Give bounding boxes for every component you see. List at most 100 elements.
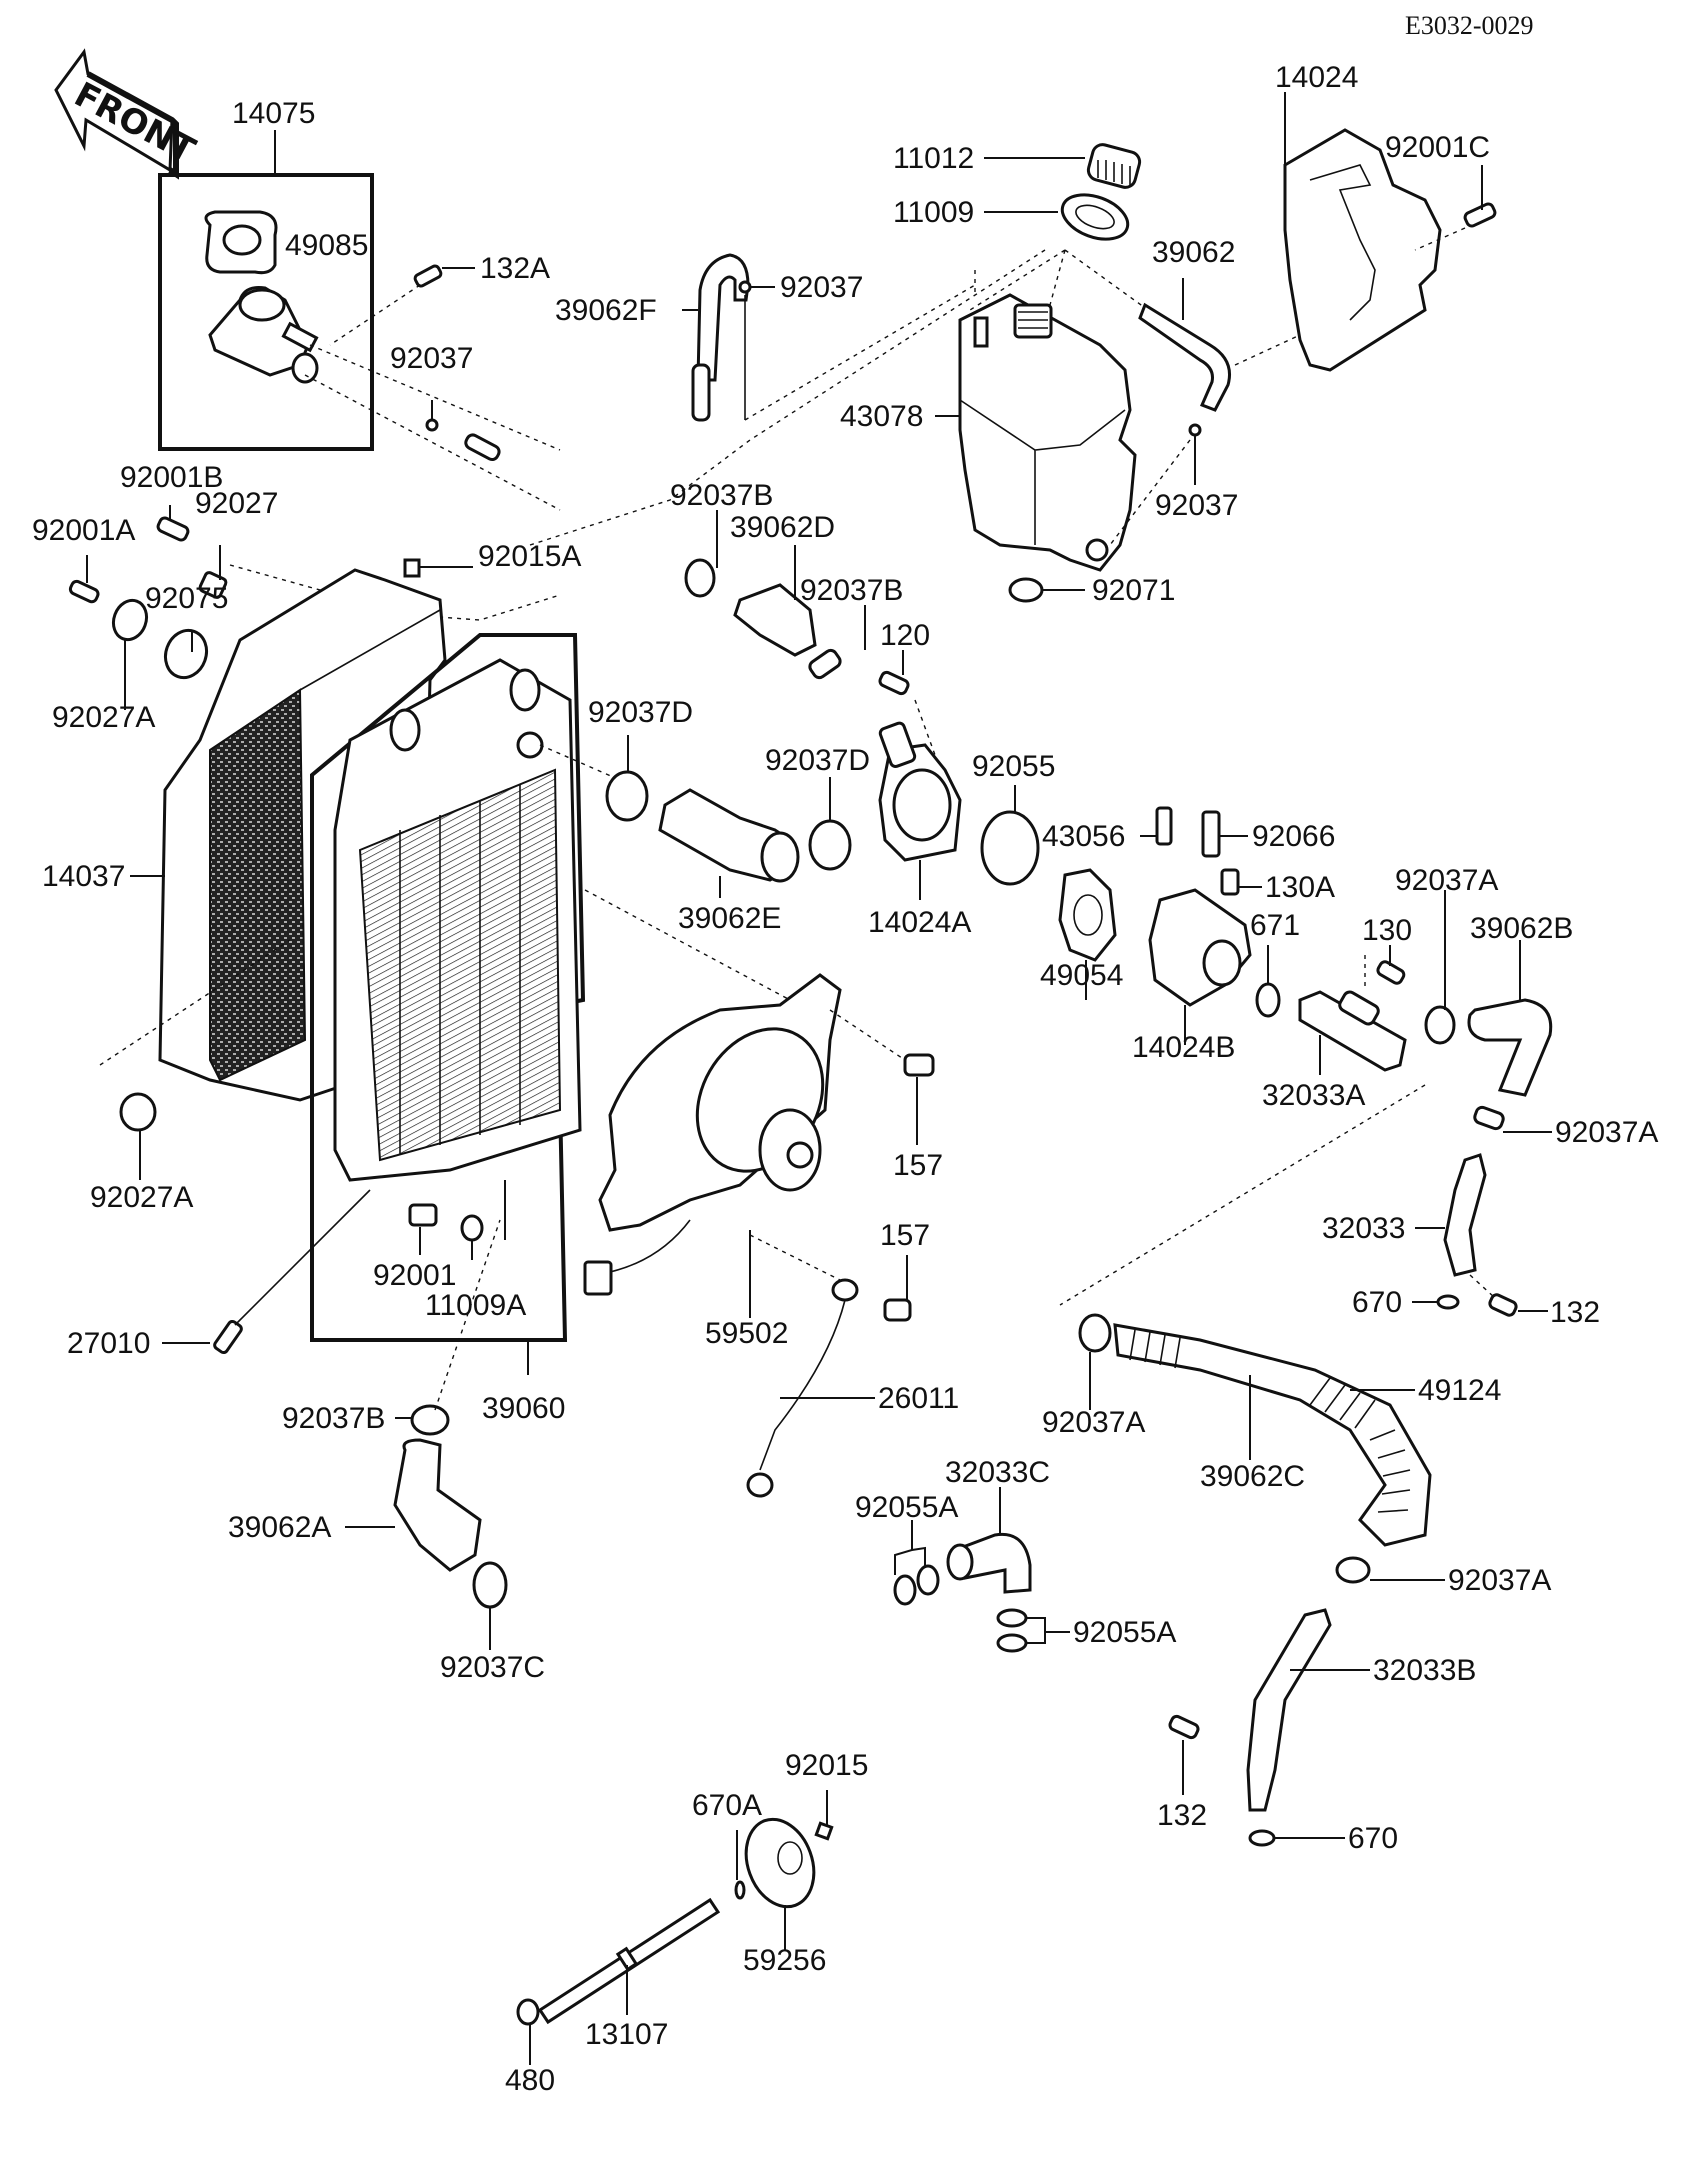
- label-39062b[interactable]: 39062B: [1470, 912, 1573, 945]
- sensor-43056: [1155, 806, 1173, 846]
- gasket-11009: [1060, 193, 1130, 241]
- label-92037b[interactable]: 92037B: [800, 574, 903, 607]
- label-92027a[interactable]: 92027A: [90, 1181, 193, 1214]
- label-157[interactable]: 157: [880, 1219, 930, 1252]
- label-13107[interactable]: 13107: [585, 2018, 668, 2051]
- label-480[interactable]: 480: [505, 2064, 555, 2097]
- label-92001[interactable]: 92001: [373, 1259, 456, 1292]
- label-92037[interactable]: 92037: [1155, 489, 1238, 522]
- label-92001b[interactable]: 92001B: [120, 461, 223, 494]
- label-92055a[interactable]: 92055A: [855, 1491, 958, 1524]
- label-14037[interactable]: 14037: [42, 860, 125, 893]
- label-49124[interactable]: 49124: [1418, 1374, 1501, 1407]
- bolt-132-b: [1168, 1714, 1200, 1740]
- label-92037[interactable]: 92037: [390, 342, 473, 375]
- label-92001a[interactable]: 92001A: [32, 514, 135, 547]
- label-43078[interactable]: 43078: [840, 400, 923, 433]
- label-92037d[interactable]: 92037D: [765, 744, 870, 777]
- label-32033[interactable]: 32033: [1322, 1212, 1405, 1245]
- label-670[interactable]: 670: [1348, 1822, 1398, 1855]
- label-92055a[interactable]: 92055A: [1073, 1616, 1176, 1649]
- label-43056[interactable]: 43056: [1042, 820, 1125, 853]
- bolt-92001b: [156, 516, 190, 542]
- clamp-92037a-b: [1473, 1105, 1505, 1131]
- label-92075[interactable]: 92075: [145, 582, 228, 615]
- label-670[interactable]: 670: [1352, 1286, 1402, 1319]
- label-92037a[interactable]: 92037A: [1042, 1406, 1145, 1439]
- label-92037a[interactable]: 92037A: [1555, 1116, 1658, 1149]
- label-92055[interactable]: 92055: [972, 750, 1055, 783]
- bolt-130: [1376, 960, 1406, 985]
- bolt-132a: [413, 264, 443, 288]
- nut-92015: [814, 1821, 834, 1841]
- label-39062c[interactable]: 39062C: [1200, 1460, 1305, 1493]
- oring-92055a-1: [893, 1574, 917, 1606]
- grommet-92075: [163, 628, 209, 680]
- label-132a[interactable]: 132A: [480, 252, 550, 285]
- label-130a[interactable]: 130A: [1265, 871, 1335, 904]
- label-59256[interactable]: 59256: [743, 1944, 826, 1977]
- label-157[interactable]: 157: [893, 1149, 943, 1182]
- oring-92055: [980, 810, 1040, 886]
- label-132[interactable]: 132: [1157, 1799, 1207, 1832]
- label-59502[interactable]: 59502: [705, 1317, 788, 1350]
- label-14024[interactable]: 14024: [1275, 61, 1358, 94]
- label-92015[interactable]: 92015: [785, 1749, 868, 1782]
- oring-670a: [734, 1880, 746, 1900]
- label-92015a[interactable]: 92015A: [478, 540, 581, 573]
- label-92037[interactable]: 92037: [780, 271, 863, 304]
- label-11009[interactable]: 11009: [893, 196, 974, 229]
- ground-wire-26011: [746, 1278, 859, 1498]
- label-26011[interactable]: 26011: [878, 1382, 959, 1415]
- pipe-32033: [1443, 1153, 1487, 1277]
- label-32033c[interactable]: 32033C: [945, 1456, 1050, 1489]
- label-92066[interactable]: 92066: [1252, 820, 1335, 853]
- clamp-92037b-top: [684, 558, 716, 598]
- seal-480: [516, 1998, 540, 2026]
- diagram-code: E3032-0029: [1405, 11, 1534, 40]
- label-14075[interactable]: 14075: [232, 97, 315, 130]
- label-14024b[interactable]: 14024B: [1132, 1031, 1235, 1064]
- bolt-157-lower: [883, 1298, 912, 1322]
- label-132[interactable]: 132: [1550, 1296, 1600, 1329]
- label-92037b[interactable]: 92037B: [670, 479, 773, 512]
- fan-motor-59502: [583, 973, 842, 1296]
- label-49085[interactable]: 49085: [285, 229, 368, 262]
- label-32033b[interactable]: 32033B: [1373, 1654, 1476, 1687]
- label-11012[interactable]: 11012: [893, 142, 974, 175]
- label-39062[interactable]: 39062: [1152, 236, 1235, 269]
- thermostat-49054: [1058, 868, 1117, 962]
- housing-14024b: [1148, 888, 1252, 1007]
- label-14024a[interactable]: 14024A: [868, 906, 971, 939]
- label-92037d[interactable]: 92037D: [588, 696, 693, 729]
- label-92037b[interactable]: 92037B: [282, 1402, 385, 1435]
- label-92037a[interactable]: 92037A: [1448, 1564, 1551, 1597]
- clamp-92037d-b: [808, 819, 852, 871]
- label-92071[interactable]: 92071: [1092, 574, 1175, 607]
- label-27010[interactable]: 27010: [67, 1327, 150, 1360]
- label-671[interactable]: 671: [1250, 909, 1300, 942]
- label-39060[interactable]: 39060: [482, 1392, 565, 1425]
- label-39062a[interactable]: 39062A: [228, 1511, 331, 1544]
- plug-130a: [1220, 868, 1240, 896]
- label-32033a[interactable]: 32033A: [1262, 1079, 1365, 1112]
- label-39062e[interactable]: 39062E: [678, 902, 781, 935]
- label-92027a[interactable]: 92027A: [52, 701, 155, 734]
- front-arrow-icon: FRONT: [54, 48, 202, 180]
- hose-39062: [1138, 302, 1231, 412]
- label-49054[interactable]: 49054: [1040, 959, 1123, 992]
- label-130[interactable]: 130: [1362, 914, 1412, 947]
- label-92037a[interactable]: 92037A: [1395, 864, 1498, 897]
- oring-92055a-3: [996, 1608, 1028, 1628]
- label-670a[interactable]: 670A: [692, 1789, 762, 1822]
- label-92027[interactable]: 92027: [195, 487, 278, 520]
- label-92037c[interactable]: 92037C: [440, 1651, 545, 1684]
- oring-670-b: [1248, 1829, 1276, 1847]
- reservoir-tank-43078: [958, 293, 1137, 572]
- label-39062d[interactable]: 39062D: [730, 511, 835, 544]
- label-11009a[interactable]: 11009A: [425, 1289, 526, 1322]
- hose-39062f: [691, 253, 750, 422]
- label-120[interactable]: 120: [880, 619, 930, 652]
- label-92001c[interactable]: 92001C: [1385, 131, 1490, 164]
- label-39062f[interactable]: 39062F: [555, 294, 657, 327]
